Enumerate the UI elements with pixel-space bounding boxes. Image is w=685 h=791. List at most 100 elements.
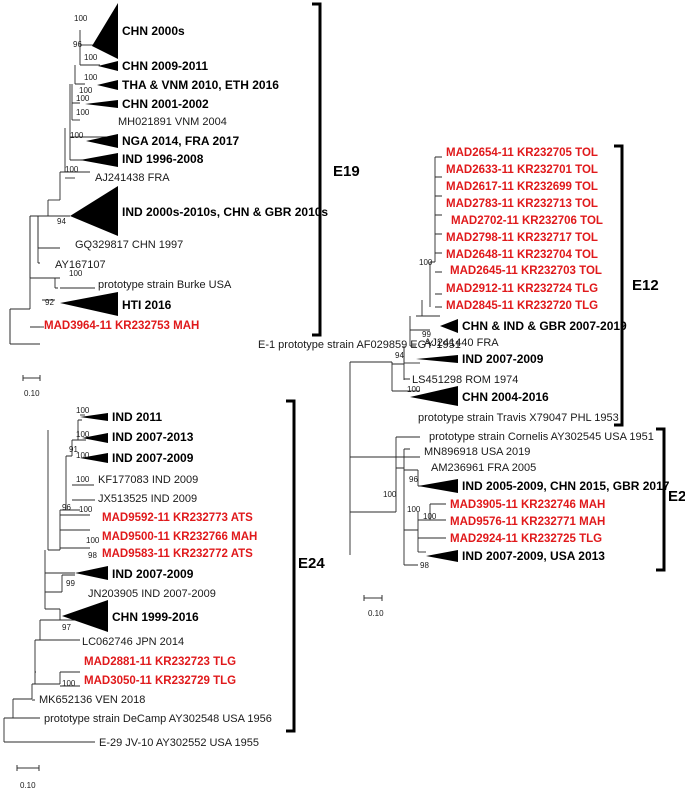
bootstrap-value: 100 <box>423 512 437 521</box>
e2-clades <box>418 479 458 562</box>
e12-clade-ind-2007 <box>416 355 458 363</box>
e19-clade-chn-2000s <box>92 3 118 59</box>
e24-clade-chn-1999 <box>62 600 108 632</box>
e24-clade-ind-2011 <box>80 413 108 421</box>
e2-label: IND 2005-2009, CHN 2015, GBR 2017 <box>462 479 670 493</box>
e2-clade-ind-chn-gbr <box>418 479 458 493</box>
e24-label-novel: MAD3050-11 KR232729 TLG <box>84 675 236 687</box>
bootstrap-value: 98 <box>88 551 97 560</box>
bootstrap-value: 100 <box>407 505 421 514</box>
e12-bootstrap: 100 99 94 100 <box>395 258 433 394</box>
e12-label: LS451298 ROM 1974 <box>412 374 518 386</box>
e24-label: IND 2011 <box>112 410 162 424</box>
e24-label: E-29 JV-10 AY302552 USA 1955 <box>99 737 259 749</box>
e2-bracket <box>656 427 666 572</box>
bootstrap-value: 100 <box>70 131 84 140</box>
e2-clade-ind-usa <box>426 550 458 562</box>
e19-clade-ind-2000s <box>70 186 118 236</box>
bootstrap-value: 100 <box>69 269 83 278</box>
e24-label: KF177083 IND 2009 <box>98 474 198 486</box>
e12-label: CHN 2004-2016 <box>462 390 549 404</box>
e2-label: IND 2007-2009, USA 2013 <box>462 549 605 563</box>
e24-labels: IND 2011 IND 2007-2013 IND 2007-2009 KF1… <box>39 410 272 749</box>
e2-labels: prototype strain Cornelis AY302545 USA 1… <box>424 431 670 563</box>
e19-tree: CHN 2000s CHN 2009-2011 THA & VNM 2010, … <box>9 2 461 398</box>
e12-clade-chn-ind-gbr <box>440 319 458 333</box>
e19-group-label: E19 <box>333 163 360 180</box>
bootstrap-value: 91 <box>69 445 78 454</box>
e12-label-novel: MAD2654-11 KR232705 TOL <box>446 147 598 159</box>
e19-clade-chn-2001-2002 <box>85 100 118 108</box>
bootstrap-value: 100 <box>76 94 90 103</box>
bootstrap-value: 100 <box>76 108 90 117</box>
e12-clade-chn-2004 <box>410 386 458 406</box>
e19-label: HTI 2016 <box>122 298 172 312</box>
e12-group-label: E12 <box>632 277 659 294</box>
e19-label: IND 2000s-2010s, CHN & GBR 2010s <box>122 205 328 219</box>
e12-label-novel: MAD2912-11 KR232724 TLG <box>446 283 598 295</box>
e2-label: AM236961 FRA 2005 <box>431 462 536 474</box>
e12-labels: MAD2654-11 KR232705 TOL MAD2633-11 KR232… <box>412 147 627 424</box>
e24-branches <box>3 414 95 743</box>
scale-label: 0.10 <box>20 781 36 790</box>
e24-group-label: E24 <box>298 555 325 572</box>
e19-clade-chn-2009-2011 <box>98 61 118 71</box>
e12-bracket <box>614 144 624 427</box>
e2-label-novel: MAD3905-11 KR232746 MAH <box>450 499 605 511</box>
bootstrap-value: 96 <box>62 503 71 512</box>
e2-label-novel: MAD9576-11 KR232771 MAH <box>450 516 605 528</box>
e19-label: CHN 2001-2002 <box>122 97 209 111</box>
bootstrap-value: 100 <box>76 451 90 460</box>
bootstrap-value: 100 <box>86 536 100 545</box>
bootstrap-value: 100 <box>65 165 79 174</box>
bootstrap-value: 100 <box>62 679 76 688</box>
e12-label: IND 2007-2009 <box>462 352 544 366</box>
e24-label: IND 2007-2009 <box>112 567 194 581</box>
e2-label: MN896918 USA 2019 <box>424 446 530 458</box>
e19-label: GQ329817 CHN 1997 <box>75 239 183 251</box>
bootstrap-value: 100 <box>76 475 90 484</box>
e24-label: JN203905 IND 2007-2009 <box>88 588 216 600</box>
e24-label-novel: MAD9592-11 KR232773 ATS <box>102 512 253 524</box>
e12-label-novel: MAD2783-11 KR232713 TOL <box>446 198 598 210</box>
e19-label-novel: MAD3964-11 KR232753 MAH <box>44 320 199 332</box>
e12-label-novel: MAD2702-11 KR232706 TOL <box>451 215 603 227</box>
e24-label: MK652136 VEN 2018 <box>39 694 145 706</box>
e24-bootstrap: 100 100 100 91 100 100 96 100 98 99 97 1… <box>62 406 100 688</box>
e19-label: prototype strain Burke USA <box>98 279 232 291</box>
e19-label: CHN 2009-2011 <box>122 59 208 73</box>
e12-label-novel: MAD2845-11 KR232720 TLG <box>446 300 598 312</box>
e24-clade-ind-2007-2009a <box>80 453 108 463</box>
e24-label-novel: MAD2881-11 KR232723 TLG <box>84 656 236 668</box>
bootstrap-value: 100 <box>76 430 90 439</box>
e19-label: AY167107 <box>55 259 106 271</box>
e12-label-novel: MAD2645-11 KR232703 TOL <box>450 265 602 277</box>
e12-label-novel: MAD2617-11 KR232699 TOL <box>446 181 598 193</box>
e24-scale-bar: 0.10 <box>16 765 40 790</box>
e2-tree: prototype strain Cornelis AY302545 USA 1… <box>349 427 685 618</box>
e19-label: IND 1996-2008 <box>122 152 204 166</box>
scale-label: 0.10 <box>24 389 40 398</box>
e12-clades <box>410 319 458 406</box>
e24-label: CHN 1999-2016 <box>112 610 199 624</box>
e24-label: LC062746 JPN 2014 <box>82 636 184 648</box>
e12-label: prototype strain Travis X79047 PHL 1953 <box>418 412 619 424</box>
bootstrap-value: 100 <box>79 86 93 95</box>
e19-bootstrap: 100 96 100 100 100 100 100 100 100 94 10… <box>45 14 98 307</box>
e12-label-novel: MAD2648-11 KR232704 TOL <box>446 249 598 261</box>
e19-label: NGA 2014, FRA 2017 <box>122 134 239 148</box>
bootstrap-value: 100 <box>79 505 93 514</box>
bootstrap-value: 100 <box>407 385 421 394</box>
e24-clade-ind-2007-2013 <box>82 433 108 443</box>
e24-clade-ind-2007-2009b <box>75 566 108 580</box>
scale-label: 0.10 <box>368 609 384 618</box>
bootstrap-value: 100 <box>76 406 90 415</box>
e24-label-novel: MAD9500-11 KR232766 MAH <box>102 531 257 543</box>
bootstrap-value: 96 <box>73 40 82 49</box>
e2-group-label: E2 <box>668 488 685 505</box>
e19-label: AJ241438 FRA <box>95 172 170 184</box>
bootstrap-value: 98 <box>420 561 429 570</box>
e24-label: JX513525 IND 2009 <box>98 493 197 505</box>
e24-label-novel: MAD9583-11 KR232772 ATS <box>102 548 253 560</box>
